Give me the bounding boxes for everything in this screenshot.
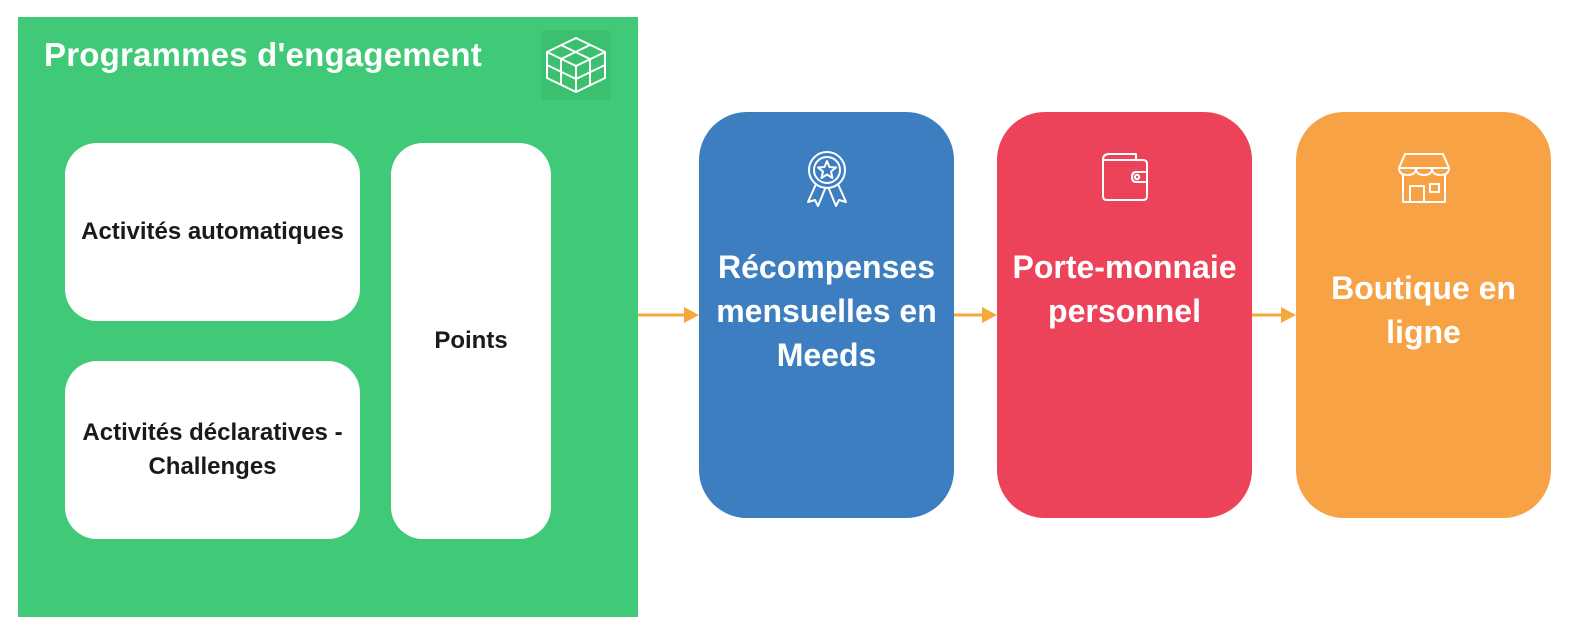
storefront-icon [1397,153,1450,203]
personal-wallet-label: Porte-monnaie personnel [1012,249,1237,329]
points-box: Points [391,143,551,539]
automatic-activities-label: Activités automatiques [81,218,344,245]
cube-grid-icon [541,30,611,100]
monthly-rewards-label: Récompenses mensuelles en Meeds [716,249,937,373]
personal-wallet-card: Porte-monnaie personnel [997,112,1252,518]
declarative-activities-label: Activités déclaratives - Challenges [82,419,343,480]
group-title: Programmes d'engagement [44,36,482,73]
online-shop-card: Boutique en ligne [1296,112,1551,518]
arrow-head [982,307,997,323]
arrow-head [1281,307,1296,323]
declarative-activities-box: Activités déclaratives - Challenges [65,361,360,539]
arrow-head [684,307,699,323]
online-shop-label: Boutique en ligne [1331,270,1516,350]
award-ribbon-icon [806,151,847,207]
wallet-icon [1101,153,1148,201]
automatic-activities-box: Activités automatiques [65,143,360,321]
monthly-rewards-card: Récompenses mensuelles en Meeds [699,112,954,518]
points-label: Points [434,327,508,354]
